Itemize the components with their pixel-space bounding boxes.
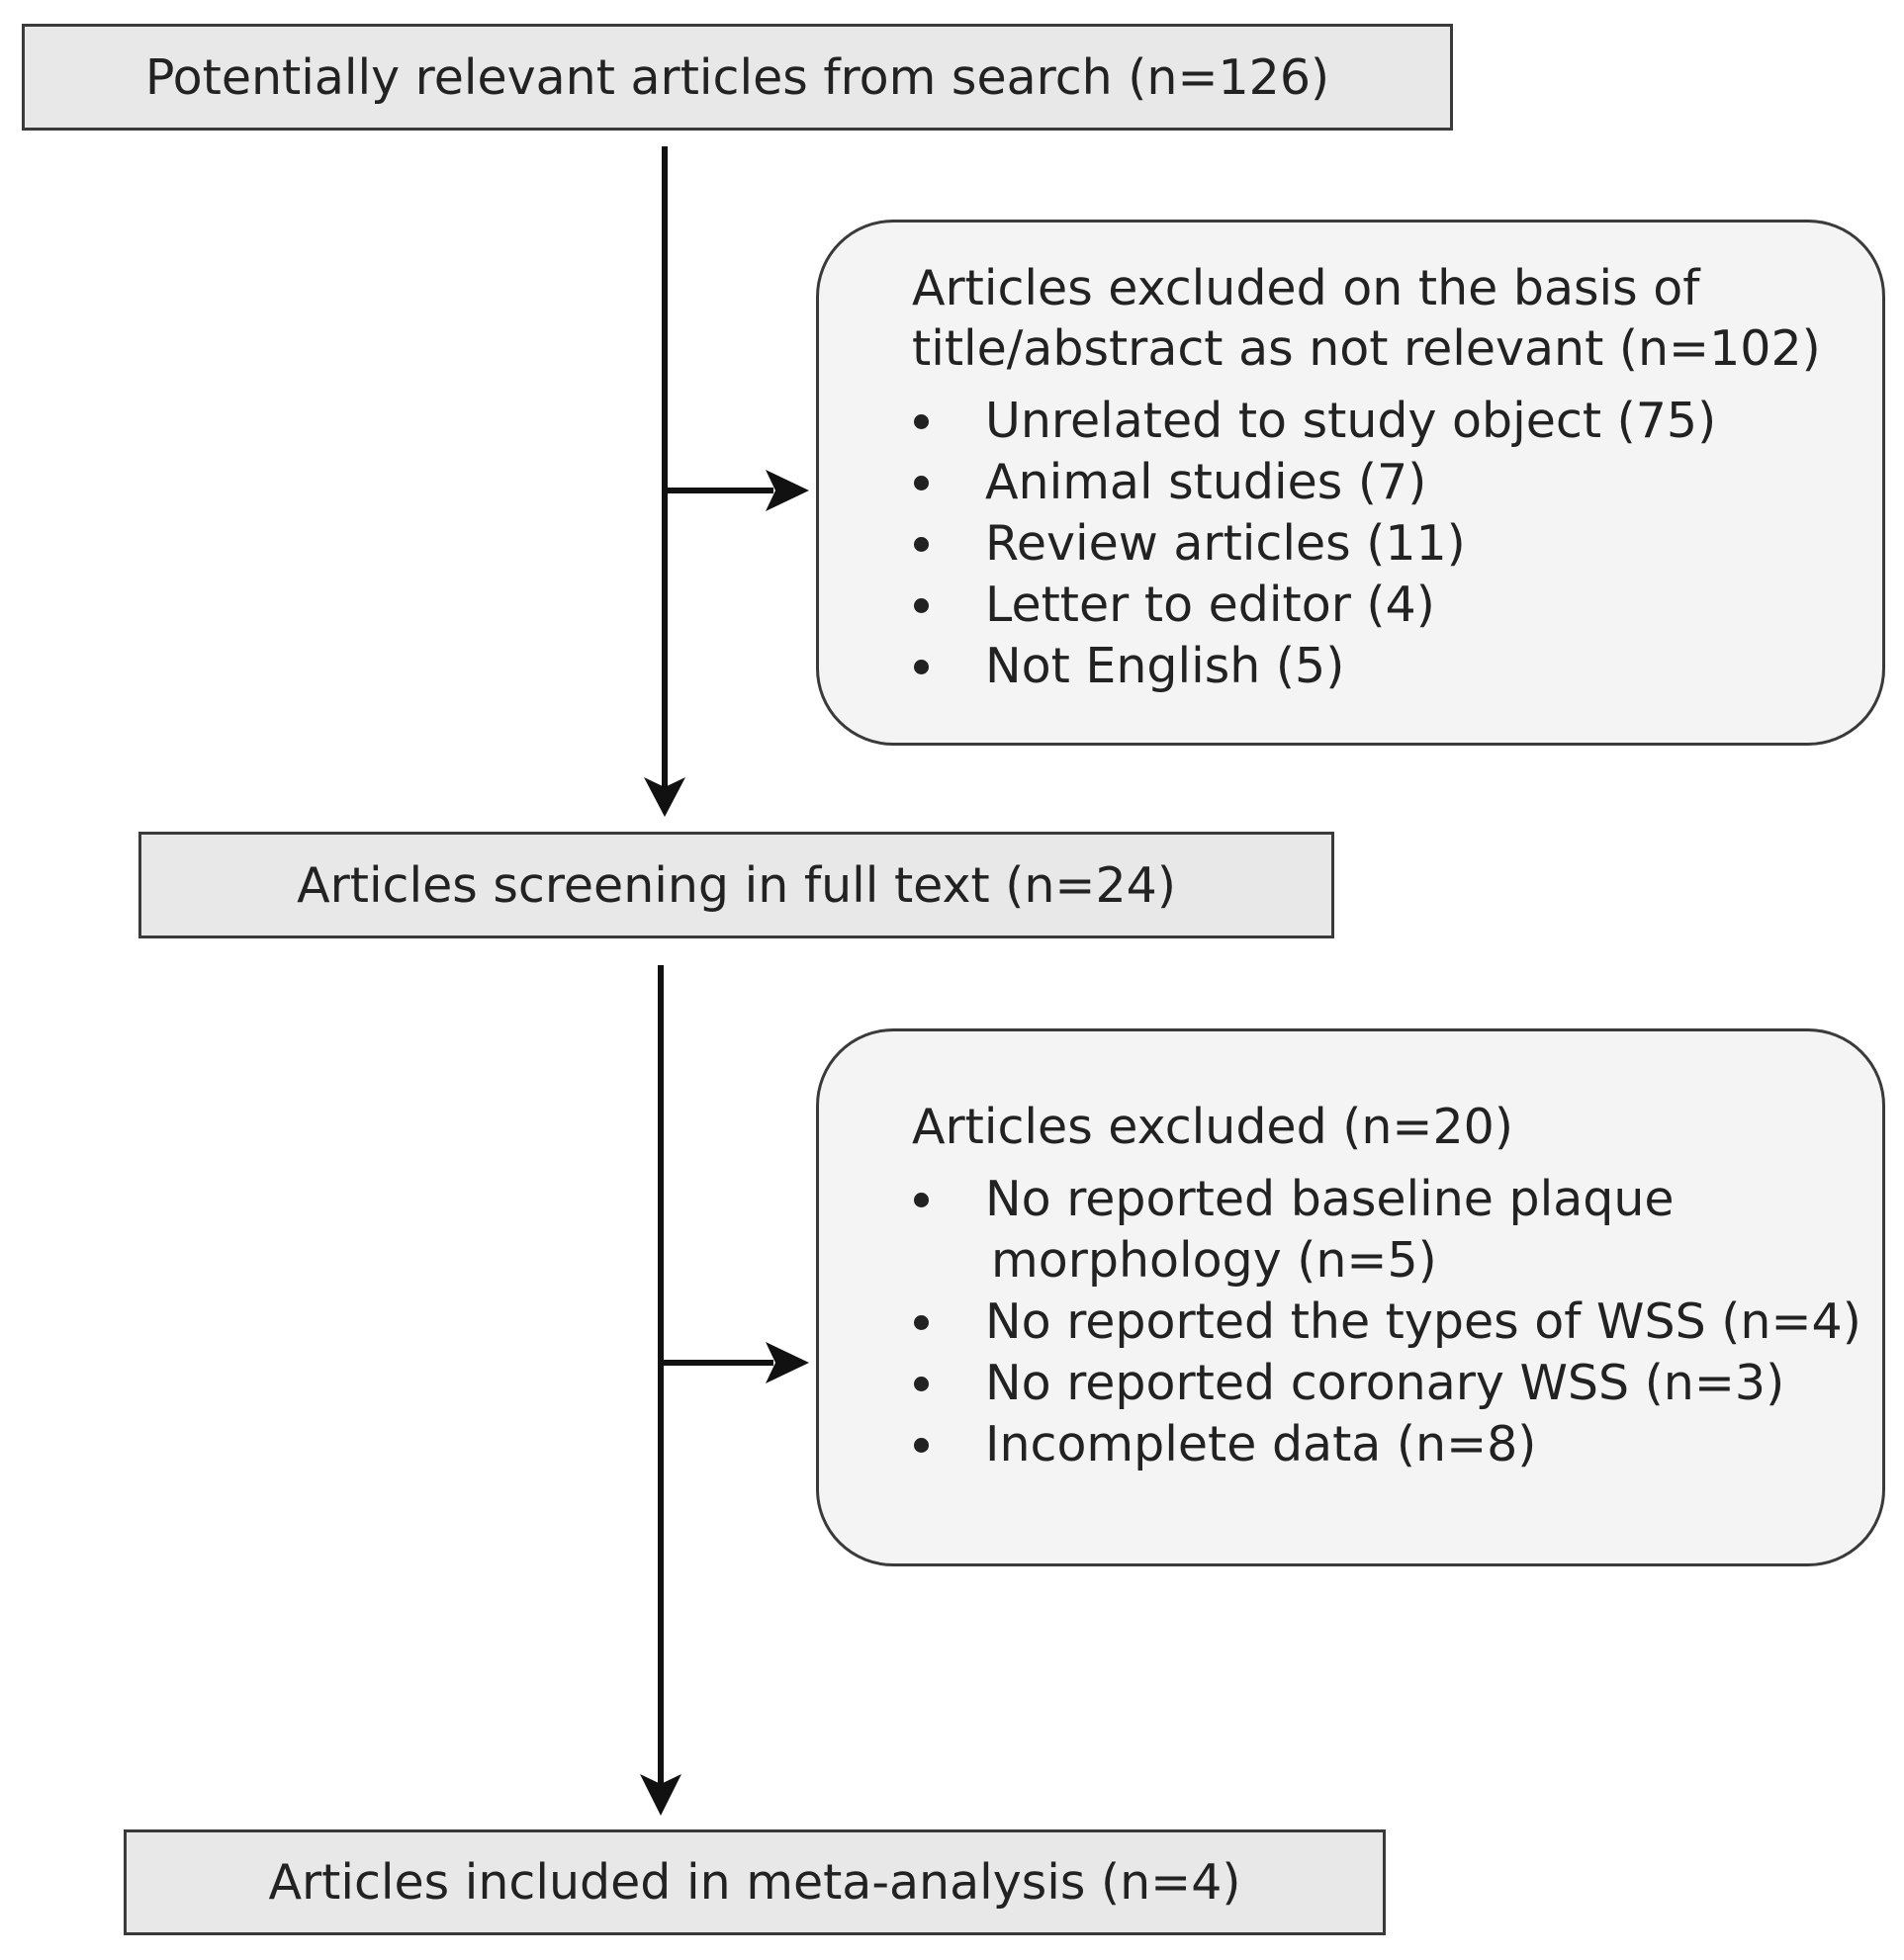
exclusion-reason-list: No reported baseline plaque morphology (… (912, 1169, 1862, 1475)
exclusion-reason: No reported the types of WSS (n=4) (912, 1292, 1862, 1353)
exclusion-reason: Letter to editor (4) (912, 575, 1862, 636)
exclusion-reason-text: Unrelated to study object (75) (985, 393, 1717, 449)
exclusion-reason: Incomplete data (n=8) (912, 1414, 1862, 1475)
bullet-icon (914, 1315, 929, 1330)
exclusion-reason: No reported coronary WSS (n=3) (912, 1353, 1862, 1414)
full-text-exclusion-box: Articles excluded (n=20) No reported bas… (816, 1028, 1885, 1566)
arrowhead-right-1 (766, 470, 809, 511)
bullet-icon (914, 1193, 929, 1207)
arrowhead-down-2 (640, 1774, 681, 1816)
bullet-icon (914, 1377, 929, 1391)
exclusion-reason: Animal studies (7) (912, 452, 1862, 513)
exclusion-reason: Unrelated to study object (75) (912, 391, 1862, 452)
bullet-icon (914, 537, 929, 552)
arrowhead-down-1 (644, 777, 685, 817)
exclusion-reason: No reported baseline plaque morphology (… (912, 1169, 1862, 1292)
arrowhead-right-2 (766, 1342, 809, 1383)
full-text-screening-label: Articles screening in full text (n=24) (297, 856, 1176, 914)
exclusion-reason-text: Animal studies (7) (985, 454, 1427, 510)
exclusion-reason-text: No reported coronary WSS (n=3) (985, 1355, 1785, 1411)
exclusion-heading: Articles excluded (n=20) (912, 1097, 1862, 1157)
search-results-box: Potentially relevant articles from searc… (22, 24, 1453, 131)
meta-analysis-included-box: Articles included in meta-analysis (n=4) (124, 1829, 1386, 1935)
bullet-icon (914, 414, 929, 429)
full-text-screening-box: Articles screening in full text (n=24) (138, 832, 1334, 938)
exclusion-reason: Not English (5) (912, 636, 1862, 697)
exclusion-reason-text-continued: morphology (n=5) (991, 1232, 1437, 1289)
exclusion-heading-line: Articles excluded (n=20) (912, 1099, 1513, 1155)
bullet-icon (914, 1438, 929, 1453)
bullet-icon (914, 476, 929, 490)
search-results-label: Potentially relevant articles from searc… (144, 48, 1330, 106)
exclusion-reason-text: Letter to editor (4) (985, 577, 1435, 633)
bullet-icon (914, 660, 929, 674)
exclusion-reason-list: Unrelated to study object (75) Animal st… (912, 391, 1862, 697)
meta-analysis-included-label: Articles included in meta-analysis (n=4) (268, 1854, 1241, 1911)
exclusion-reason: Review articles (11) (912, 513, 1862, 575)
exclusion-reason-text: Incomplete data (n=8) (985, 1416, 1537, 1472)
exclusion-reason-text: No reported baseline plaque (985, 1171, 1675, 1227)
exclusion-heading-line: Articles excluded on the basis of (912, 260, 1700, 316)
bullet-icon (914, 598, 929, 613)
exclusion-reason-text: Not English (5) (985, 638, 1345, 694)
exclusion-reason-text: No reported the types of WSS (n=4) (985, 1293, 1861, 1350)
exclusion-reason-text: Review articles (11) (985, 515, 1466, 572)
title-abstract-exclusion-box: Articles excluded on the basis of title/… (816, 220, 1885, 746)
exclusion-heading-line: title/abstract as not relevant (n=102) (912, 320, 1821, 377)
exclusion-heading: Articles excluded on the basis of title/… (912, 258, 1862, 379)
